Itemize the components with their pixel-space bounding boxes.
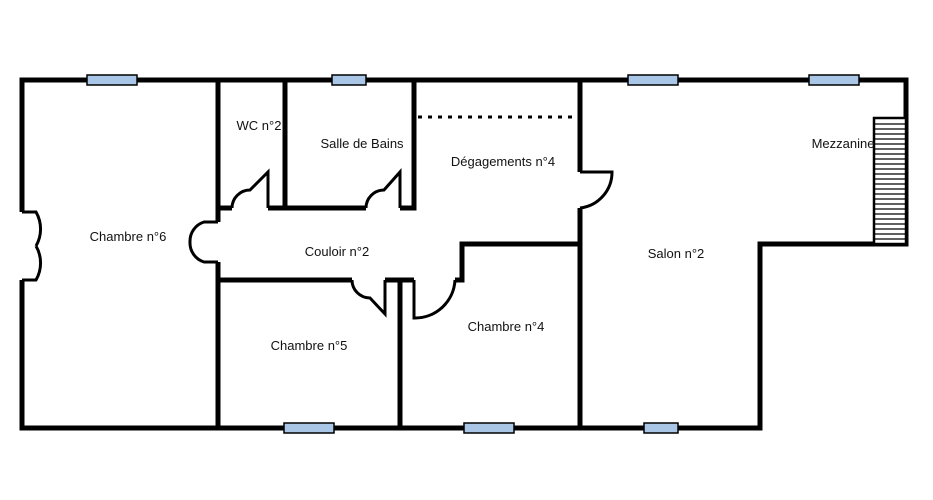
label-salle-de-bains: Salle de Bains	[320, 136, 404, 151]
window	[283, 422, 335, 434]
door-degagements	[579, 170, 614, 210]
label-salon2: Salon n°2	[648, 246, 705, 261]
door-chambre6-exterior-2	[22, 245, 43, 282]
window	[86, 74, 138, 86]
windows	[86, 74, 860, 434]
window	[627, 74, 679, 86]
door-chambre6	[188, 220, 218, 264]
door-wc	[230, 168, 270, 209]
door-chambre4	[412, 279, 457, 320]
label-mezzanine: Mezzanine	[812, 136, 875, 151]
door-chambre6-exterior	[22, 210, 43, 247]
window	[808, 74, 860, 86]
door-gaps	[17, 172, 585, 285]
doors	[22, 168, 614, 320]
door-salle-de-bains	[364, 168, 402, 209]
label-wc2: WC n°2	[237, 118, 282, 133]
label-chambre4: Chambre n°4	[468, 319, 545, 334]
room-labels: Chambre n°6 WC n°2 Salle de Bains Dégage…	[90, 118, 875, 353]
window	[463, 422, 515, 434]
door-chambre5	[350, 279, 387, 318]
staircase	[872, 116, 908, 246]
window	[331, 74, 367, 86]
label-chambre5: Chambre n°5	[271, 338, 348, 353]
label-couloir2: Couloir n°2	[305, 244, 369, 259]
label-degagements4: Dégagements n°4	[451, 154, 555, 169]
window	[643, 422, 679, 434]
outer-walls	[19, 77, 909, 431]
label-chambre6: Chambre n°6	[90, 229, 167, 244]
